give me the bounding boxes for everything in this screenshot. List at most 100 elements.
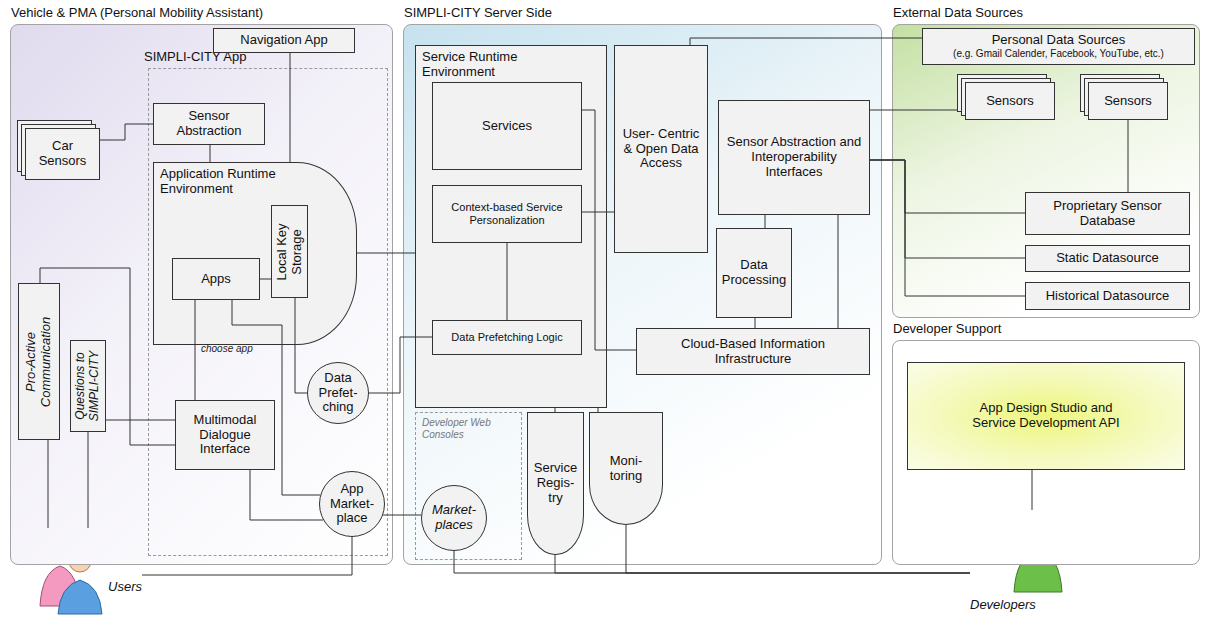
connector [690,38,922,45]
process-box: User- Centric & Open Data Access [614,45,708,253]
process-box: Apps [172,258,260,300]
node-label: Market- places [428,503,480,533]
container-box: Service Runtime EnvironmentServicesConte… [415,45,607,408]
node-label: Vehicle & PMA (Personal Mobility Assista… [11,6,263,21]
connector [454,551,970,573]
process-box: Service Regis- try [527,412,584,555]
node-label: Sensors [986,94,1034,109]
node-label: Sensor Abstraction and Interoperability … [724,135,864,180]
process-box: Sensors [965,82,1055,120]
node-label: Services [482,119,532,134]
process-box: Data Processing [716,228,792,318]
connector [555,555,970,573]
connector [1128,120,1129,192]
node-label: App Market- place [326,482,378,527]
node-label: User- Centric & Open Data Access [620,127,702,172]
node-label: Application Runtime Environment [160,167,290,197]
connector [40,268,175,445]
node-label: Pro-Active Communication [24,287,54,436]
connector [870,160,1025,258]
process-box: Data Prefetching Logic [432,320,582,355]
region-panel: SIMPLI-CITY Server SideService Runtime E… [403,24,882,565]
group-frame: Developer Web ConsolesMarket- places [415,412,522,560]
connector [870,160,1025,296]
node-label: Local Key Storage [275,209,305,294]
person-figure: Developers [970,510,1065,615]
node-label: Personal Data Sources [992,33,1126,48]
process-box: Static Datasource [1025,245,1190,272]
node-label: Developer Web Consoles [422,417,517,440]
node-label: Multimodal Dialogue Interface [181,413,269,458]
connector [870,160,1025,213]
process-box: Context-based Service Personalization [432,185,582,243]
process-box: Sensors [1088,82,1168,120]
process-box: Historical Datasource [1025,282,1190,310]
node-label: Sensor Abstraction [159,109,259,139]
node-label: Data Prefet- ching [314,371,362,416]
process-box: Moni- toring [589,412,663,525]
node-label: Service Runtime Environment [422,50,572,80]
connector [507,243,508,320]
person-figure: Users [38,528,142,615]
node-label: Proprietary Sensor Database [1031,199,1184,229]
connector [195,300,196,400]
process-box: Sensor Abstraction [153,103,265,145]
node-label: Cloud-Based Information Infrastructure [642,337,864,367]
node-label: Developer Support [893,322,1001,337]
connector [1032,470,1033,510]
connector [598,408,599,412]
node-label: Questions to SIMPLI-CITY [74,344,102,428]
circle-node: Data Prefet- ching [307,362,369,424]
region-panel: External Data SourcesPersonal Data Sourc… [892,24,1200,318]
process-box: Multimodal Dialogue Interface [175,400,275,470]
node-label: Service Regis- try [533,461,578,506]
vertical-box: Local Key Storage [271,205,308,298]
connector [870,110,965,111]
container-box: Application Runtime EnvironmentApps Local… [153,162,357,345]
circle-node: App Market- place [319,471,385,537]
process-box: Navigation App [213,28,355,53]
node-note: (e.g. Gmail Calender, Facebook, YouTube,… [953,48,1164,60]
process-box: Cloud-Based Information Infrastructure [636,328,870,375]
group-frame: SIMPLI-CITY AppSensor AbstractionApplica… [148,68,388,556]
connector [357,253,415,254]
node-label: App Design Studio and Service Developmen… [961,401,1131,431]
node-label: Static Datasource [1056,251,1159,266]
connector [106,420,175,421]
region-panel: Developer SupportApp Design Studio and S… [892,340,1200,565]
connector [250,470,323,520]
node-label: SIMPLI-CITY Server Side [404,6,552,21]
process-box: Services [432,82,582,170]
node-label: Apps [201,272,231,287]
connector [232,300,320,495]
connector [142,537,352,575]
node-label: Historical Datasource [1046,289,1170,304]
connector [383,515,421,516]
connector [48,440,49,528]
process-box: Proprietary Sensor Database [1025,192,1190,235]
node-label: Context-based Service Personalization [438,201,576,226]
node-label: Users [108,580,142,595]
node-label: Car Sensors [31,139,94,169]
process-box: Car Sensors [25,128,100,180]
node-label: Moni- toring [600,454,652,484]
connector [295,298,307,393]
process-box: Sensor Abstraction and Interoperability … [718,100,870,215]
node-label: Navigation App [240,33,327,48]
edge-label: choose app [201,343,253,354]
connector [88,432,89,528]
node-label: Data Processing [721,258,787,288]
node-label: Sensors [1104,94,1152,109]
connector [582,110,636,350]
connector [582,212,614,213]
connector [755,318,756,328]
node-label: External Data Sources [893,6,1023,21]
circle-node: Market- places [421,485,487,551]
connector [765,215,766,228]
connector [838,215,839,328]
process-box: App Design Studio and Service Developmen… [907,362,1185,470]
connector [369,337,432,393]
node-label: Data Prefetching Logic [451,331,562,344]
connector [210,145,211,162]
connector [260,279,271,280]
